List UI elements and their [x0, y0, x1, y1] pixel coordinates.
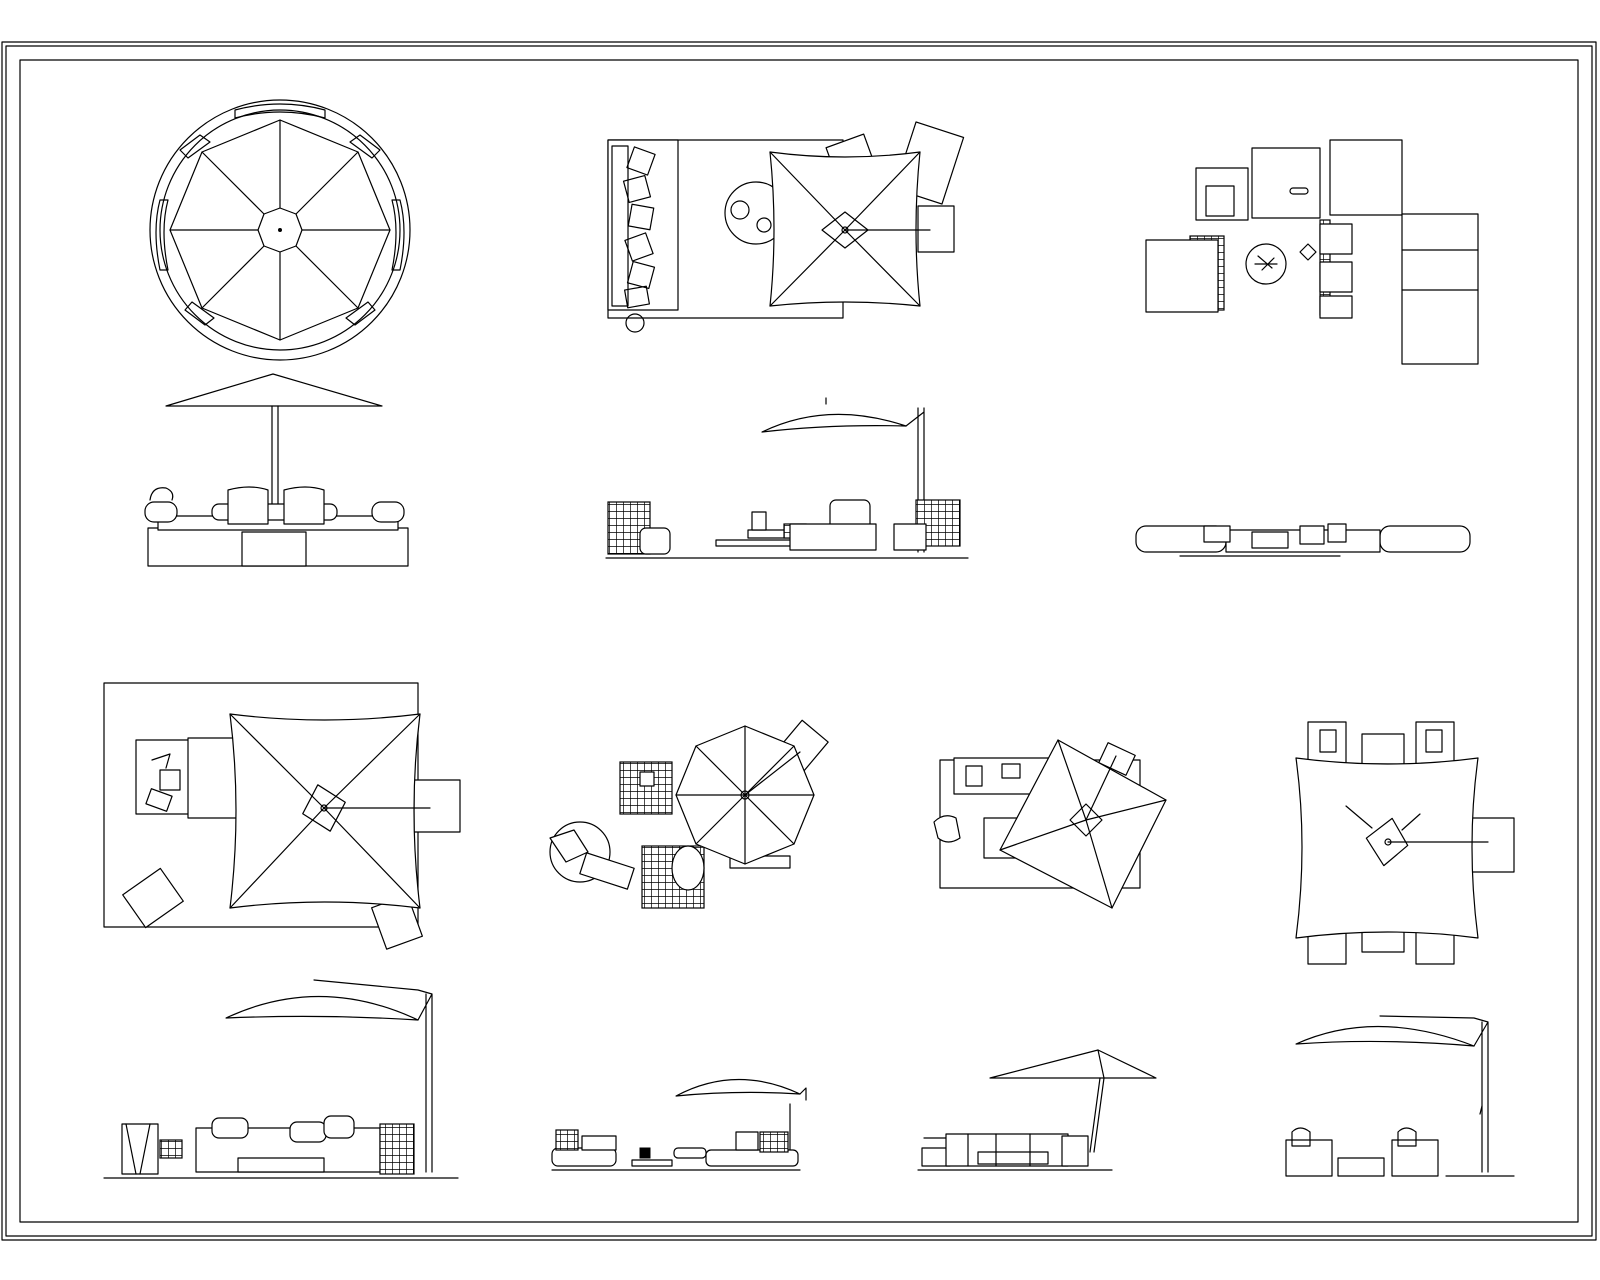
drawing-dining-umbrella-elevation	[1285, 1015, 1515, 1177]
drawing-octagonal-umbrella-elevation	[551, 1078, 807, 1171]
drawing-cantilever-lounge-plan	[607, 121, 965, 333]
sheet-frame	[1, 41, 1597, 1241]
drawing-octagonal-umbrella-plan	[549, 719, 829, 909]
drawing-modular-sofa-elevation	[1135, 523, 1471, 557]
drawing-round-umbrella-plan	[149, 99, 411, 361]
drawing-square-umbrella-elevation	[103, 979, 459, 1179]
drawing-cantilever-lounge-elevation	[605, 397, 969, 559]
drawing-modular-sofa-plan	[1145, 139, 1479, 365]
drawing-square-umbrella-rug-plan	[103, 682, 461, 950]
drawing-rotated-umbrella-plan	[933, 739, 1167, 909]
drawing-round-umbrella-elevation	[144, 373, 409, 567]
drawing-dining-umbrella-plan	[1295, 721, 1515, 965]
drawing-rotated-umbrella-elevation	[917, 1049, 1157, 1171]
